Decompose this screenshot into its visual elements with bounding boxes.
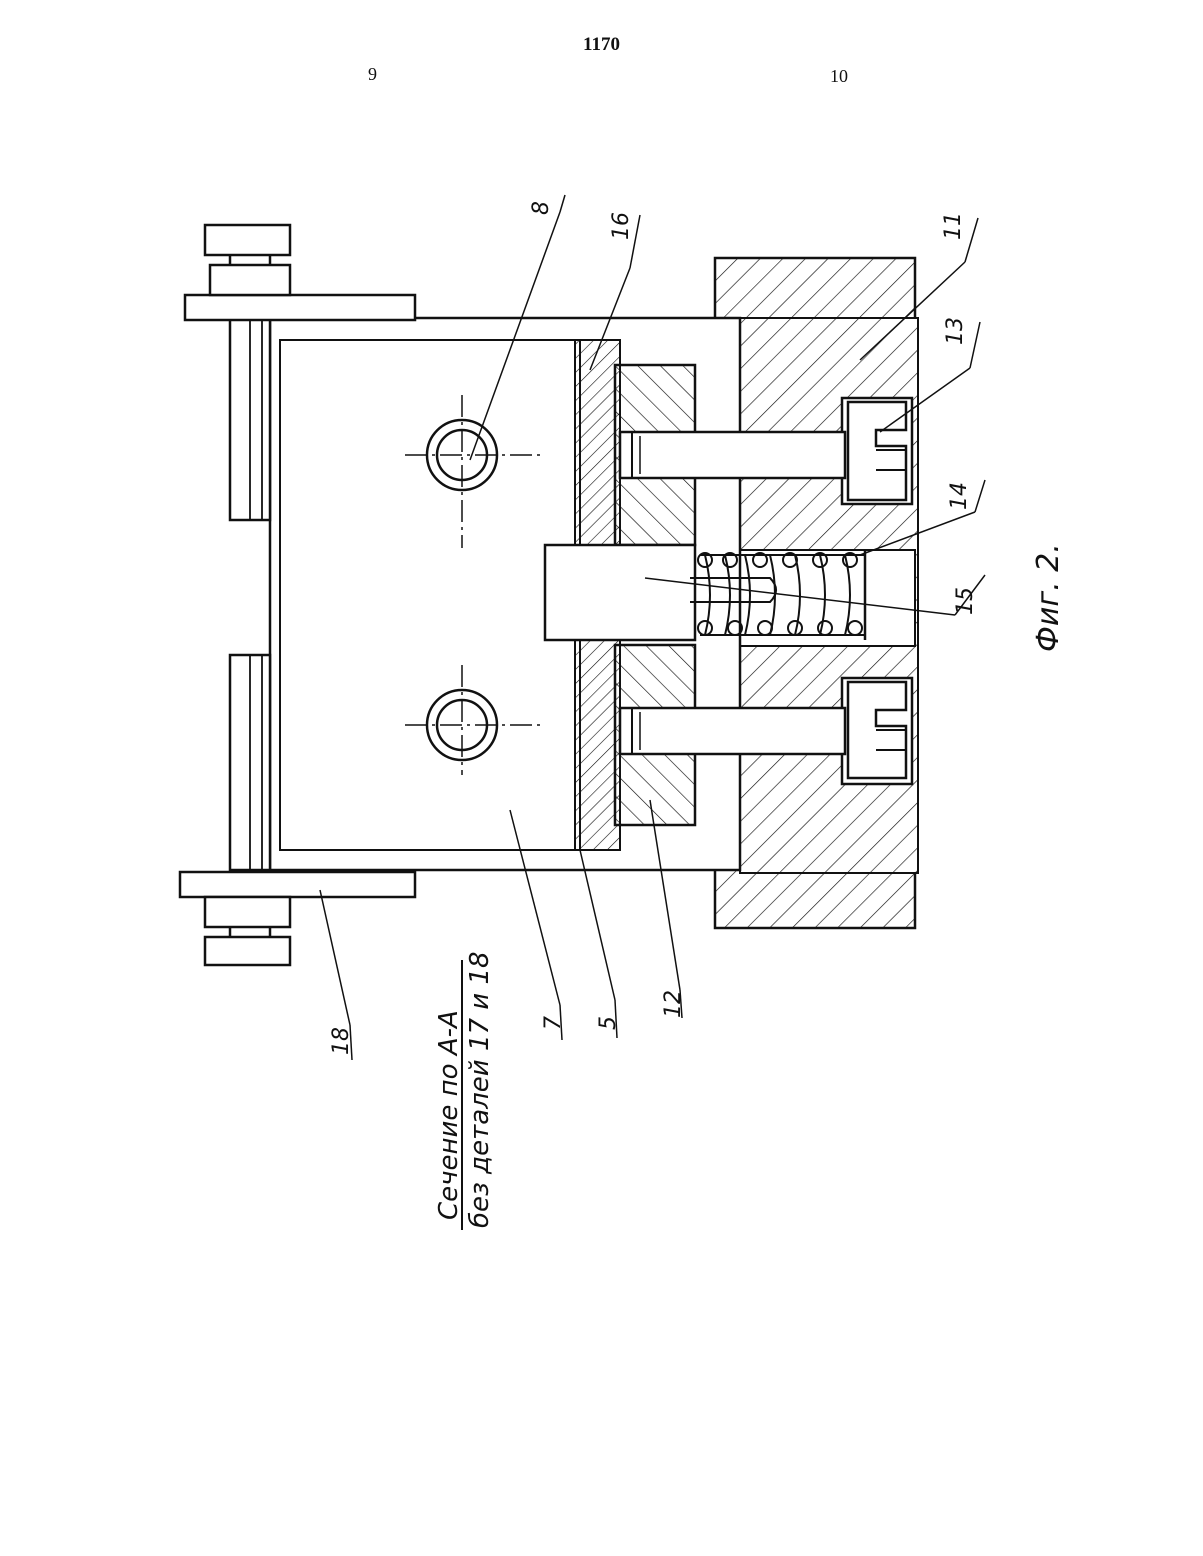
callout-label-13: 13 <box>943 317 968 345</box>
bolt-shaft-lower <box>620 708 845 754</box>
side-rail-upper <box>230 318 270 520</box>
callout-label-12: 12 <box>661 990 686 1018</box>
flange-top <box>185 225 415 320</box>
callout-label-7: 7 <box>541 1016 566 1030</box>
callout-label-16: 16 <box>609 212 634 240</box>
figure-label: Фиг. 2. <box>1031 543 1066 652</box>
bolt-shaft-upper <box>620 432 845 478</box>
callout-label-5: 5 <box>596 1016 621 1030</box>
side-rail-lower <box>230 655 270 870</box>
callout-5: 5 <box>580 850 621 1038</box>
callout-label-8: 8 <box>529 201 554 215</box>
callout-18: 18 <box>320 890 354 1060</box>
section-caption: Сечение по А-А без деталей 17 и 18 <box>434 951 495 1230</box>
flange-bottom <box>180 872 415 965</box>
callout-label-18: 18 <box>329 1027 354 1055</box>
base-plate <box>715 258 918 928</box>
callout-label-11: 11 <box>941 212 966 240</box>
callout-label-14: 14 <box>947 482 972 510</box>
callout-label-15: 15 <box>953 587 978 615</box>
caption-line-2: без деталей 17 и 18 <box>465 951 495 1228</box>
caption-line-1: Сечение по А-А <box>434 1010 464 1220</box>
